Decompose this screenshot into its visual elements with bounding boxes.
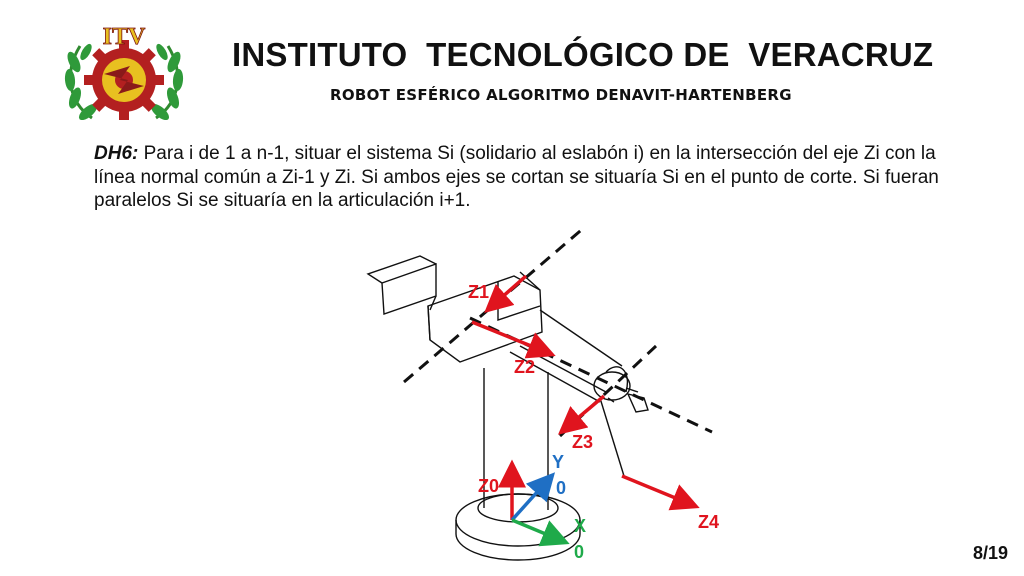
page-number: 8/19 xyxy=(972,543,1008,563)
z2-axis-arrow xyxy=(471,320,556,359)
y0-axis-arrow xyxy=(510,472,556,522)
logo-letters: ITV xyxy=(103,24,146,50)
y0-label-letter: Y xyxy=(552,452,564,472)
z2-label: Z2 xyxy=(514,357,535,377)
x0-label-index: 0 xyxy=(574,542,584,562)
z1-label: Z1 xyxy=(468,282,489,302)
rule-label: DH6: xyxy=(94,143,139,164)
rule-paragraph: DH6: Para i de 1 a n-1, situar el sistem… xyxy=(94,142,944,213)
rule-text: Para i de 1 a n-1, situar el sistema Si … xyxy=(94,143,939,211)
z3-label: Z3 xyxy=(572,432,593,452)
page-subtitle: ROBOT ESFÉRICO ALGORITMO DENAVIT-HARTENB… xyxy=(330,86,792,104)
z0-label: Z0 xyxy=(478,476,499,496)
x0-label-letter: X xyxy=(574,516,586,536)
robot-body xyxy=(366,255,649,561)
z4-axis-arrow xyxy=(621,474,700,511)
page-title: INSTITUTO TECNOLÓGICO DE VERACRUZ xyxy=(232,36,934,73)
z4-label: Z4 xyxy=(698,512,719,532)
y0-label-index: 0 xyxy=(556,478,566,498)
itv-logo: ITV xyxy=(64,24,184,121)
x0-axis-arrow xyxy=(511,518,570,547)
z1-axis-arrow xyxy=(484,274,528,313)
z3-axis-arrow xyxy=(557,394,606,435)
dashed-axes xyxy=(403,224,713,438)
